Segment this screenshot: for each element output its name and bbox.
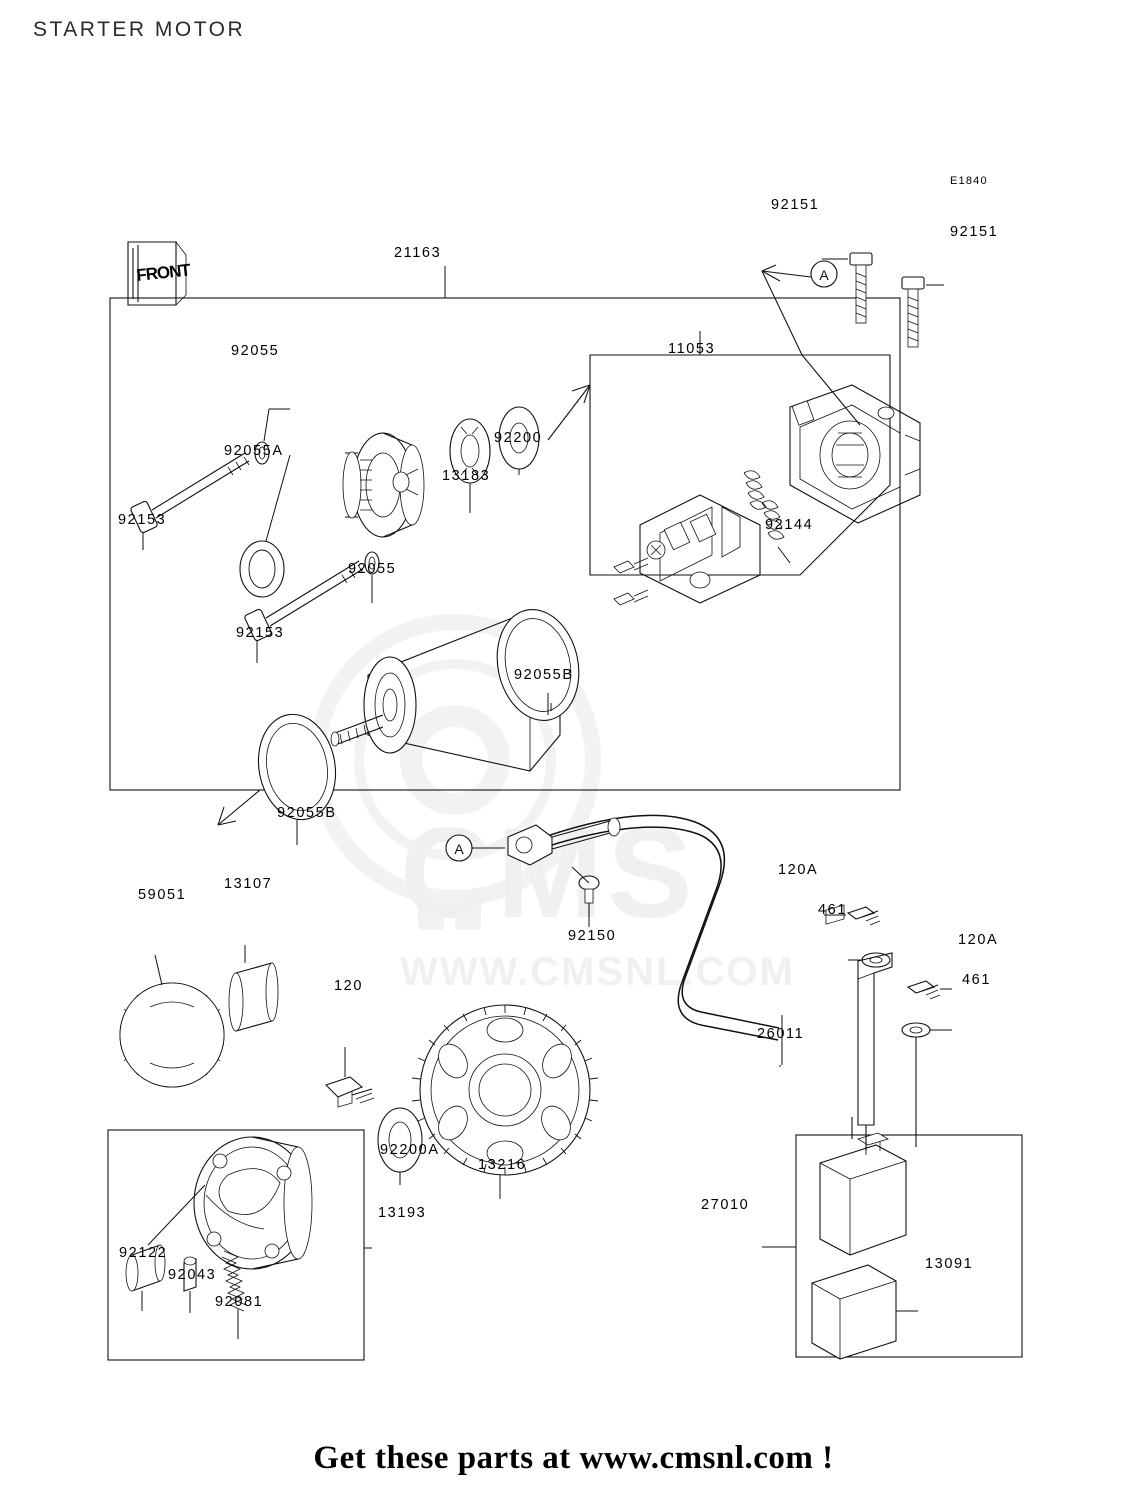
group-box-27010 <box>795 1134 1023 1358</box>
ref-120: 120 <box>334 978 363 994</box>
part-92055B-left <box>257 713 337 821</box>
ref-92150: 92150 <box>568 928 617 944</box>
part-120A-upper <box>846 906 881 926</box>
watermark: CMS WWW.CMSNL.COM <box>309 614 795 994</box>
svg-text:CMS: CMS <box>400 802 696 945</box>
part-92153-lower <box>244 560 364 642</box>
ref-11053: 11053 <box>668 341 716 357</box>
ref-92055-b: 92055 <box>348 561 397 577</box>
ref-92055-a: 92055 <box>231 343 280 359</box>
part-92151-left <box>849 252 873 324</box>
part-92150 <box>571 866 600 917</box>
part-92153-upper <box>130 452 250 534</box>
part-starter-front-cover <box>342 432 425 538</box>
svg-text:A: A <box>819 267 829 283</box>
part-brush-screws <box>613 557 649 606</box>
ref-92151-b: 92151 <box>950 224 999 240</box>
part-brush-springs <box>743 470 785 540</box>
ref-92144: 92144 <box>765 517 814 533</box>
ref-92043: 92043 <box>168 1267 217 1283</box>
ref-92200: 92200 <box>494 430 543 446</box>
ref-92055B-b: 92055B <box>277 805 337 821</box>
svg-text:FRONT: FRONT <box>135 260 192 285</box>
ref-92153-b: 92153 <box>236 625 285 641</box>
ref-92055B-a: 92055B <box>514 667 574 683</box>
part-461-lower <box>901 1022 931 1038</box>
part-13193-clutch <box>193 1136 313 1270</box>
ref-92122: 92122 <box>119 1245 168 1261</box>
part-92055-lower <box>364 551 380 575</box>
ref-21163: 21163 <box>394 245 442 261</box>
part-13107-shaft <box>228 962 279 1032</box>
part-59051-gear <box>119 982 225 1088</box>
svg-text:A: A <box>454 841 464 857</box>
part-13091-cover <box>811 1264 897 1360</box>
ref-27010: 27010 <box>701 1197 750 1213</box>
part-92200A <box>377 1107 423 1173</box>
ref-26011: 26011 <box>757 1026 805 1042</box>
diagram-svg: .ln { stroke:#111; stroke-width:1.1; fil… <box>107 241 1023 1361</box>
part-13216-gear <box>411 1004 599 1176</box>
part-cable-terminal <box>507 817 621 866</box>
part-brush-holder-assembly <box>639 494 761 604</box>
part-461-upper <box>861 952 891 968</box>
group-box-13193 <box>107 1129 365 1361</box>
callout-a-lower: A <box>445 834 505 862</box>
part-92081-spring <box>221 1250 247 1312</box>
part-end-housing <box>789 384 921 524</box>
ref-461-a: 461 <box>818 902 847 918</box>
part-92055A <box>239 540 285 598</box>
ref-461-b: 461 <box>962 972 991 988</box>
footer-cta: Get these parts at www.cmsnl.com ! <box>313 1440 834 1476</box>
part-92043-pin <box>183 1256 197 1292</box>
part-92200 <box>498 406 540 470</box>
part-92055-upper <box>254 441 270 465</box>
group-box-21163 <box>109 297 901 791</box>
part-starter-motor-body <box>330 610 561 772</box>
group-box-11053 <box>589 354 891 576</box>
ref-13091: 13091 <box>925 1256 974 1272</box>
ref-59051: 59051 <box>138 887 187 903</box>
part-120-bolt <box>324 1076 375 1108</box>
ref-120A-a: 120A <box>778 862 819 878</box>
parts-diagram: .ln { stroke:#111; stroke-width:1.1; fil… <box>0 55 1147 1415</box>
ref-92081: 92081 <box>215 1294 264 1310</box>
ref-92153-a: 92153 <box>118 512 167 528</box>
part-92055B-right <box>496 609 580 721</box>
ref-92151-a: 92151 <box>771 197 820 213</box>
ref-13193: 13193 <box>378 1205 427 1221</box>
part-cable-bracket <box>857 952 917 1151</box>
svg-text:WWW.CMSNL.COM: WWW.CMSNL.COM <box>400 950 795 994</box>
front-marker-icon: FRONT <box>127 241 192 306</box>
ref-120A-b: 120A <box>958 932 999 948</box>
part-92122-roller <box>125 1244 166 1292</box>
ref-13216: 13216 <box>478 1157 527 1173</box>
ref-13183: 13183 <box>442 468 491 484</box>
page-title: STARTER MOTOR <box>33 18 246 41</box>
part-120A-lower <box>906 980 941 1000</box>
diagram-code: E1840 <box>950 175 988 187</box>
ref-13107: 13107 <box>224 876 273 892</box>
ref-92200A: 92200A <box>380 1142 440 1158</box>
part-92151-right <box>901 276 925 348</box>
ref-92055A: 92055A <box>224 443 284 459</box>
callout-a-upper: A <box>761 260 861 426</box>
